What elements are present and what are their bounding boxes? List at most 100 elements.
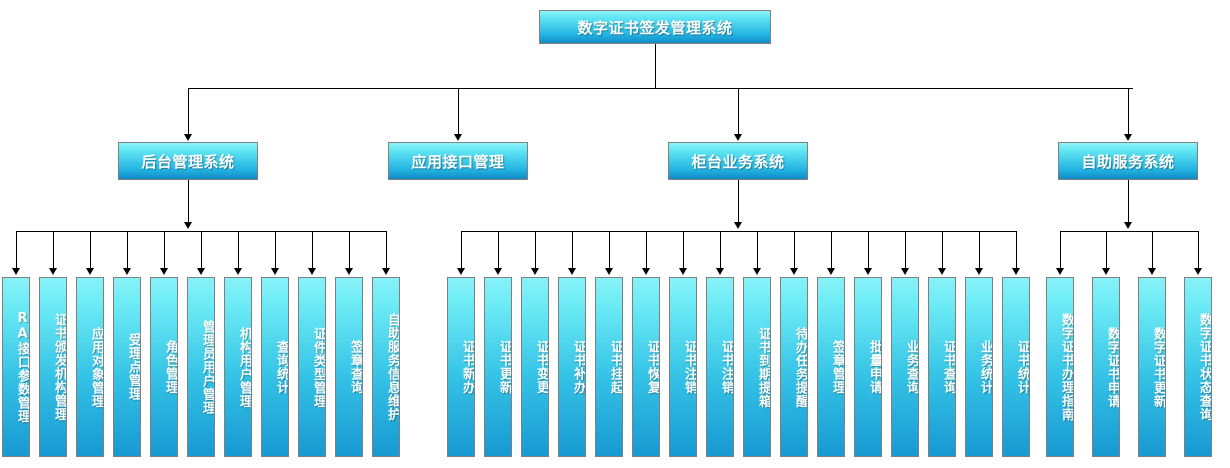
connector-backend-leaf-1 [53, 231, 54, 269]
leaf-node-label: 证书新办 [460, 340, 475, 394]
leaf-node-label: 业务统计 [978, 340, 993, 394]
connector-counter-leaf-9 [794, 231, 795, 269]
leaf-node-backend-6[interactable]: 机构用户管理 [224, 277, 252, 457]
leaf-node-label: 管理员用户管理 [200, 319, 215, 415]
leaf-node-counter-0[interactable]: 证书新办 [447, 277, 475, 457]
leaf-node-counter-9[interactable]: 待办任务提醒 [780, 277, 808, 457]
arrow-counter-stem [734, 222, 742, 229]
connector-counter-leaf-7 [720, 231, 721, 269]
leaf-node-label: 证书恢复 [645, 340, 660, 394]
arrow-backend-leaf-8 [308, 268, 316, 275]
leaf-node-backend-9[interactable]: 签章查询 [335, 277, 363, 457]
leaf-node-counter-6[interactable]: 证书注销 [669, 277, 697, 457]
root-node-label: 数字证书签发管理系统 [577, 18, 733, 37]
level2-node-api[interactable]: 应用接口管理 [388, 142, 528, 180]
arrow-selfservice-leaf-2 [1148, 268, 1156, 275]
arrow-backend-leaf-7 [271, 268, 279, 275]
leaf-node-backend-7[interactable]: 查询统计 [261, 277, 289, 457]
connector-to-counter [738, 88, 739, 135]
arrow-backend-leaf-9 [345, 268, 353, 275]
leaf-node-label: 证书更新 [497, 340, 512, 394]
connector-selfservice-leaf-2 [1152, 231, 1153, 269]
leaf-node-label: 证书注销 [719, 340, 734, 394]
arrow-backend-leaf-10 [382, 268, 390, 275]
leaf-node-counter-15[interactable]: 证书统计 [1002, 277, 1030, 457]
leaf-node-backend-0[interactable]: RA接口参数管理 [2, 277, 30, 457]
arrow-counter-leaf-2 [531, 268, 539, 275]
arrow-backend-stem [184, 222, 192, 229]
arrow-selfservice-stem [1124, 222, 1132, 229]
root-node-digital-certificate-system[interactable]: 数字证书签发管理系统 [539, 10, 771, 44]
leaf-node-label: 数字证书申请 [1105, 326, 1120, 408]
leaf-node-counter-14[interactable]: 业务统计 [965, 277, 993, 457]
leaf-node-counter-1[interactable]: 证书更新 [484, 277, 512, 457]
connector-backend-leaf-9 [349, 231, 350, 269]
connector-backend-leaf-6 [238, 231, 239, 269]
leaf-node-label: 数字证书办理指南 [1059, 313, 1074, 421]
leaf-node-backend-2[interactable]: 应用对象管理 [76, 277, 104, 457]
leaf-node-label: 证书到期提箱 [756, 326, 771, 408]
leaf-node-counter-10[interactable]: 签章管理 [817, 277, 845, 457]
connector-selfservice-leaf-0 [1060, 231, 1061, 269]
arrow-counter-leaf-9 [790, 268, 798, 275]
leaf-node-selfservice-0[interactable]: 数字证书办理指南 [1046, 277, 1074, 457]
connector-counter-stem [738, 180, 739, 224]
connector-level2-bar [188, 88, 1133, 89]
connector-backend-leaf-3 [127, 231, 128, 269]
arrow-selfservice-leaf-0 [1056, 268, 1064, 275]
leaf-node-label: 自助服务信息维护 [385, 313, 400, 421]
connector-selfservice-stem [1128, 180, 1129, 224]
leaf-node-label: 机构用户管理 [237, 326, 252, 408]
connector-counter-leaf-11 [868, 231, 869, 269]
leaf-node-counter-2[interactable]: 证书变更 [521, 277, 549, 457]
leaf-node-label: 证书挂起 [608, 340, 623, 394]
leaf-node-counter-3[interactable]: 证书补办 [558, 277, 586, 457]
arrow-counter-leaf-13 [938, 268, 946, 275]
leaf-node-counter-4[interactable]: 证书挂起 [595, 277, 623, 457]
leaf-node-selfservice-3[interactable]: 数字证书状态查询 [1184, 277, 1212, 457]
leaf-node-backend-5[interactable]: 管理员用户管理 [187, 277, 215, 457]
connector-backend-stem [188, 180, 189, 224]
leaf-node-label: 证书颁发机构管理 [52, 313, 67, 421]
level2-node-label: 自助服务系统 [1081, 152, 1175, 171]
arrow-counter-leaf-8 [753, 268, 761, 275]
leaf-node-selfservice-1[interactable]: 数字证书申请 [1092, 277, 1120, 457]
level2-node-counter[interactable]: 柜台业务系统 [668, 142, 808, 180]
arrow-selfservice-leaf-3 [1194, 268, 1202, 275]
leaf-node-backend-1[interactable]: 证书颁发机构管理 [39, 277, 67, 457]
leaf-node-backend-4[interactable]: 角色管理 [150, 277, 178, 457]
leaf-node-label: 证件类型管理 [311, 326, 326, 408]
leaf-node-counter-7[interactable]: 证书注销 [706, 277, 734, 457]
connector-counter-leaf-1 [498, 231, 499, 269]
arrow-backend-leaf-0 [12, 268, 20, 275]
arrow-backend-leaf-5 [197, 268, 205, 275]
leaf-node-counter-13[interactable]: 证书查询 [928, 277, 956, 457]
arrow-counter-leaf-7 [716, 268, 724, 275]
leaf-node-label: 查询统计 [274, 340, 289, 394]
leaf-node-label: RA接口参数管理 [15, 311, 30, 423]
level2-node-backend[interactable]: 后台管理系统 [118, 142, 258, 180]
leaf-node-selfservice-2[interactable]: 数字证书更新 [1138, 277, 1166, 457]
connector-counter-leaf-4 [609, 231, 610, 269]
arrow-backend-leaf-6 [234, 268, 242, 275]
connector-to-backend [188, 88, 189, 135]
leaf-node-label: 证书变更 [534, 340, 549, 394]
connector-root-stem [655, 44, 656, 88]
leaf-node-backend-8[interactable]: 证件类型管理 [298, 277, 326, 457]
leaf-node-counter-8[interactable]: 证书到期提箱 [743, 277, 771, 457]
connector-counter-leaf-14 [979, 231, 980, 269]
leaf-node-label: 证书注销 [682, 340, 697, 394]
leaf-node-label: 证书补办 [571, 340, 586, 394]
leaf-node-backend-3[interactable]: 受理点管理 [113, 277, 141, 457]
arrow-backend-leaf-2 [86, 268, 94, 275]
connector-selfservice-leaf-3 [1198, 231, 1199, 269]
arrow-counter-leaf-10 [827, 268, 835, 275]
leaf-node-label: 证书统计 [1015, 340, 1030, 394]
leaf-node-backend-10[interactable]: 自助服务信息维护 [372, 277, 400, 457]
level2-node-selfservice[interactable]: 自助服务系统 [1058, 142, 1198, 180]
leaf-node-counter-5[interactable]: 证书恢复 [632, 277, 660, 457]
connector-counter-bar [461, 231, 1016, 232]
leaf-node-label: 数字证书更新 [1151, 326, 1166, 408]
leaf-node-counter-12[interactable]: 业务查询 [891, 277, 919, 457]
leaf-node-counter-11[interactable]: 批量申请 [854, 277, 882, 457]
